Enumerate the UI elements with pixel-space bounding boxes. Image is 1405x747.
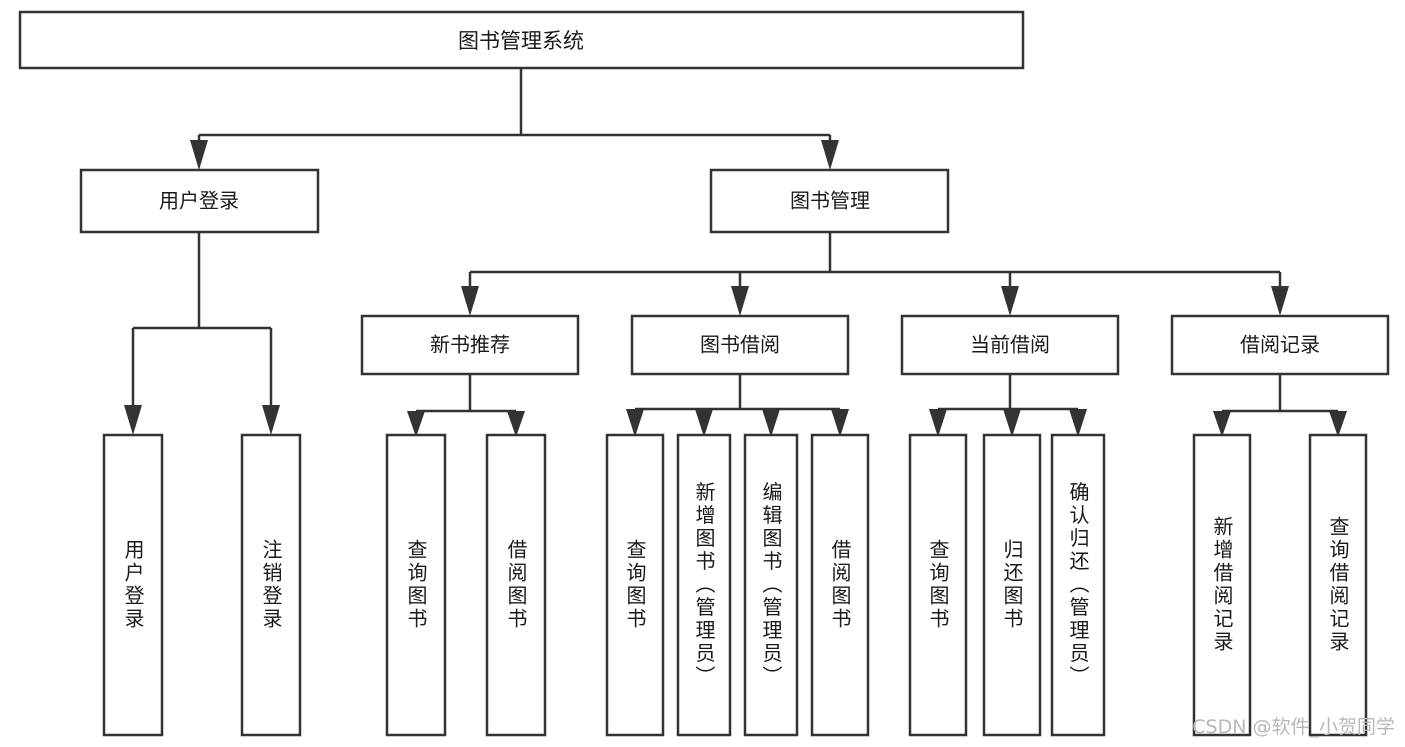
node-current-borrow-label: 当前借阅 bbox=[970, 333, 1050, 357]
arrow-head-icon-leaf-8 bbox=[831, 409, 849, 437]
leaf-logout-label: 注销登录 bbox=[259, 539, 283, 631]
arrow-head-icon-leaf-1 bbox=[124, 405, 142, 435]
node-book-borrow-label: 图书借阅 bbox=[700, 333, 780, 357]
arrow-head-icon-current bbox=[1001, 286, 1019, 316]
leaf-borrow-book-rec-label: 借阅图书 bbox=[504, 539, 528, 631]
leaf-add-book-admin-box[interactable] bbox=[676, 433, 732, 737]
node-root-label: 图书管理系统 bbox=[458, 29, 584, 53]
leaf-query-book-borrow-label: 查询图书 bbox=[623, 539, 647, 631]
leaf-user-login-label: 用户登录 bbox=[121, 539, 145, 631]
node-book-borrow[interactable]: 图书借阅 bbox=[630, 314, 850, 376]
leaf-add-borrow-record[interactable]: 新增借阅记录 bbox=[1192, 433, 1252, 737]
leaf-query-book-rec-box[interactable] bbox=[385, 433, 447, 737]
arrow-head-icon-leaf-9 bbox=[929, 409, 947, 437]
node-borrow-record[interactable]: 借阅记录 bbox=[1170, 314, 1390, 376]
node-root-box[interactable] bbox=[18, 10, 1025, 70]
node-user-login-box[interactable] bbox=[79, 168, 320, 234]
node-root-system[interactable]: 图书管理系统 bbox=[18, 10, 1025, 70]
leaf-add-book-admin-label: 新增图书（管理员） bbox=[692, 481, 716, 688]
arrow-head-icon-leaf-11 bbox=[1069, 409, 1087, 437]
arrow-head-icon-leaf-4 bbox=[507, 411, 525, 437]
arrow-head-icon-book-mgmt bbox=[821, 140, 839, 170]
leaf-query-borrow-record-box[interactable] bbox=[1308, 433, 1368, 737]
arrow-head-icon-leaf-2 bbox=[262, 405, 280, 435]
leaf-user-login-box[interactable] bbox=[102, 433, 164, 737]
leaf-add-borrow-record-label: 新增借阅记录 bbox=[1210, 516, 1234, 654]
leaf-edit-book-admin[interactable]: 编辑图书（管理员） bbox=[743, 433, 799, 737]
leaf-query-book-rec-label: 查询图书 bbox=[404, 539, 428, 631]
node-book-management[interactable]: 图书管理 bbox=[709, 168, 950, 234]
node-current-borrow[interactable]: 当前借阅 bbox=[900, 314, 1120, 376]
leaf-logout[interactable]: 注销登录 bbox=[240, 433, 302, 737]
arrow-head-icon-record bbox=[1271, 286, 1289, 316]
node-borrow-record-label: 借阅记录 bbox=[1240, 333, 1320, 357]
leaf-borrow-book-rec-box[interactable] bbox=[485, 433, 547, 737]
leaf-query-book-current-label: 查询图书 bbox=[926, 539, 950, 631]
leaf-query-book-rec[interactable]: 查询图书 bbox=[385, 433, 447, 737]
arrow-head-icon-leaf-13 bbox=[1329, 411, 1347, 437]
leaf-edit-book-admin-box[interactable] bbox=[743, 433, 799, 737]
leaf-confirm-return-admin[interactable]: 确认归还（管理员） bbox=[1050, 433, 1106, 737]
leaf-confirm-return-admin-box[interactable] bbox=[1050, 433, 1106, 737]
leaf-query-book-borrow[interactable]: 查询图书 bbox=[605, 433, 665, 737]
leaf-add-borrow-record-box[interactable] bbox=[1192, 433, 1252, 737]
node-new-book-recommend[interactable]: 新书推荐 bbox=[360, 314, 580, 376]
leaf-confirm-return-admin-label: 确认归还（管理员） bbox=[1066, 481, 1090, 688]
leaf-borrow-book-label: 借阅图书 bbox=[828, 539, 852, 631]
node-new-book-recommend-label: 新书推荐 bbox=[430, 333, 510, 357]
leaf-return-book-label: 归还图书 bbox=[1000, 539, 1024, 631]
node-book-management-label: 图书管理 bbox=[790, 189, 870, 213]
arrow-head-icon-leaf-5 bbox=[626, 409, 644, 437]
node-book-management-box[interactable] bbox=[709, 168, 950, 234]
arrow-head-icon-user-login bbox=[190, 140, 208, 170]
arrow-head-icon-newbook bbox=[461, 286, 479, 316]
leaf-return-book[interactable]: 归还图书 bbox=[982, 433, 1042, 737]
leaf-query-book-current[interactable]: 查询图书 bbox=[908, 433, 968, 737]
node-current-borrow-box[interactable] bbox=[900, 314, 1120, 376]
node-user-login[interactable]: 用户登录 bbox=[79, 168, 320, 234]
leaf-query-book-current-box[interactable] bbox=[908, 433, 968, 737]
leaf-borrow-book-rec[interactable]: 借阅图书 bbox=[485, 433, 547, 737]
node-book-borrow-box[interactable] bbox=[630, 314, 850, 376]
node-user-login-label: 用户登录 bbox=[159, 189, 239, 213]
arrow-head-icon-leaf-12 bbox=[1213, 411, 1231, 437]
leaf-edit-book-admin-label: 编辑图书（管理员） bbox=[759, 481, 783, 688]
arrow-head-icon-borrow bbox=[731, 286, 749, 316]
connector-layer bbox=[124, 68, 1347, 437]
arrow-head-icon-leaf-10 bbox=[1003, 409, 1021, 437]
node-new-book-recommend-box[interactable] bbox=[360, 314, 580, 376]
arrow-head-icon-leaf-7 bbox=[762, 409, 780, 437]
leaf-add-book-admin[interactable]: 新增图书（管理员） bbox=[676, 433, 732, 737]
csdn-watermark: CSDN @软件_小贺同学 bbox=[1192, 716, 1395, 738]
leaf-query-borrow-record-label: 查询借阅记录 bbox=[1326, 516, 1350, 654]
arrow-head-icon-leaf-3 bbox=[407, 411, 425, 437]
leaf-user-login[interactable]: 用户登录 bbox=[102, 433, 164, 737]
leaf-query-book-borrow-box[interactable] bbox=[605, 433, 665, 737]
node-borrow-record-box[interactable] bbox=[1170, 314, 1390, 376]
leaf-query-borrow-record[interactable]: 查询借阅记录 bbox=[1308, 433, 1368, 737]
leaf-borrow-book[interactable]: 借阅图书 bbox=[810, 433, 870, 737]
leaf-borrow-book-box[interactable] bbox=[810, 433, 870, 737]
leaf-return-book-box[interactable] bbox=[982, 433, 1042, 737]
arrow-head-icon-leaf-6 bbox=[695, 409, 713, 437]
leaf-logout-box[interactable] bbox=[240, 433, 302, 737]
